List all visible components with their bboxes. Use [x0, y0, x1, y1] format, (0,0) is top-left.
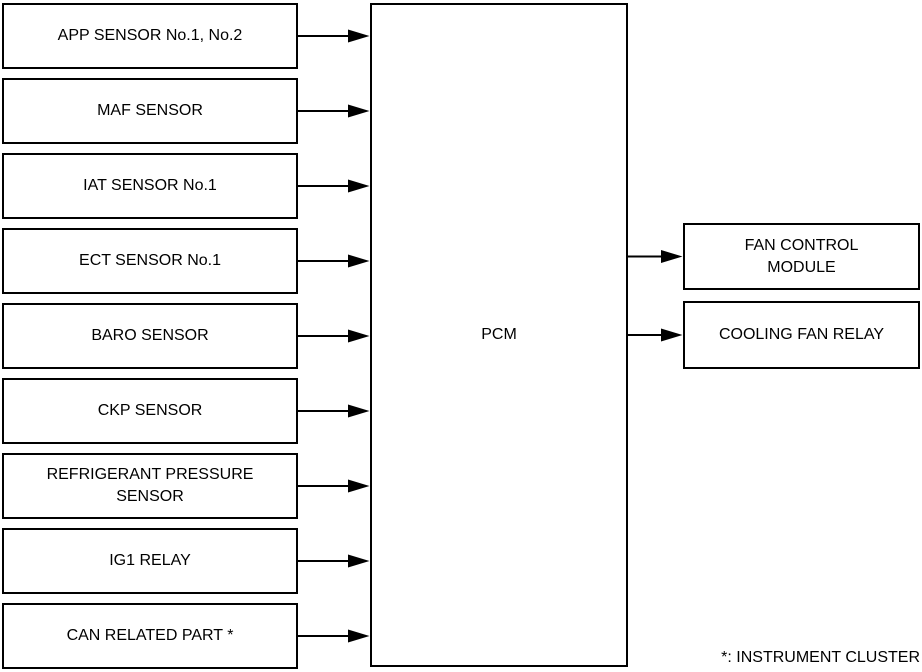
arrow-input-ckp-sensor: [298, 404, 370, 418]
block-ig1-relay: IG1 RELAY: [2, 528, 298, 594]
arrow-input-maf-sensor: [298, 104, 370, 118]
arrow-input-app-sensor: [298, 29, 370, 43]
footnote-instrument-cluster: *: INSTRUMENT CLUSTER: [721, 649, 920, 666]
block-refrigerant-pressure-sensor: REFRIGERANT PRESSURE SENSOR: [2, 453, 298, 519]
arrow-input-ig1-relay: [298, 554, 370, 568]
block-ect-sensor: ECT SENSOR No.1: [2, 228, 298, 294]
arrow-output-fan-control-module: [628, 250, 683, 263]
arrow-input-iat-sensor: [298, 179, 370, 193]
block-can-related-part: CAN RELATED PART *: [2, 603, 298, 669]
arrow-input-ect-sensor: [298, 254, 370, 268]
block-maf-sensor: MAF SENSOR: [2, 78, 298, 144]
block-app-sensor: APP SENSOR No.1, No.2: [2, 3, 298, 69]
block-ckp-sensor: CKP SENSOR: [2, 378, 298, 444]
block-pcm: PCM: [370, 3, 628, 667]
arrow-input-baro-sensor: [298, 329, 370, 343]
arrow-input-can-related-part: [298, 629, 370, 643]
block-iat-sensor: IAT SENSOR No.1: [2, 153, 298, 219]
block-fan-control-module: FAN CONTROL MODULE: [683, 223, 920, 290]
block-baro-sensor: BARO SENSOR: [2, 303, 298, 369]
arrow-output-cooling-fan-relay: [628, 328, 683, 342]
arrow-input-refrigerant-pressure-sensor: [298, 479, 370, 493]
block-cooling-fan-relay: COOLING FAN RELAY: [683, 301, 920, 369]
